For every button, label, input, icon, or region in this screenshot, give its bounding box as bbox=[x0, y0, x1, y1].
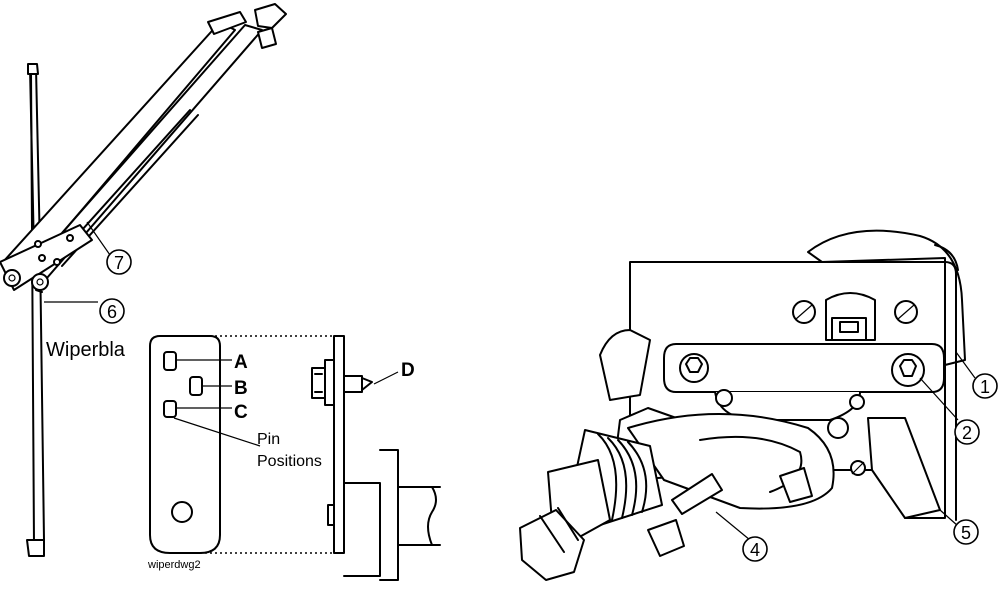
callout-5-text: 5 bbox=[961, 523, 971, 543]
pin-d-label: D bbox=[401, 360, 415, 381]
callout-6-text: 6 bbox=[107, 302, 117, 322]
pin-b-label: B bbox=[234, 378, 248, 399]
wiper-motor-assembly bbox=[519, 229, 976, 581]
callout-1: 1 bbox=[972, 373, 998, 399]
callout-4-text: 4 bbox=[750, 540, 760, 560]
pin-positions-label-line1: Pin bbox=[257, 431, 280, 448]
wiper-arm bbox=[0, 3, 287, 291]
callout-2-text: 2 bbox=[962, 423, 972, 443]
callout-1-text: 1 bbox=[980, 377, 990, 397]
wiper-blade bbox=[26, 63, 45, 557]
callout-4: 4 bbox=[742, 536, 768, 562]
callout-7: 7 bbox=[106, 249, 132, 275]
pin-a-label: A bbox=[234, 352, 248, 373]
drawing-id-label: wiperdwg2 bbox=[147, 559, 201, 571]
pin-c-label: C bbox=[234, 402, 248, 423]
wiper-arm-assembly bbox=[0, 3, 287, 557]
wiperblade-label: Wiperbla bbox=[46, 339, 126, 361]
pin-position-detail bbox=[149, 335, 441, 581]
callout-7-text: 7 bbox=[114, 253, 124, 273]
callout-6: 6 bbox=[99, 298, 125, 324]
callout-5: 5 bbox=[953, 519, 979, 545]
pin-positions-label-line2: Positions bbox=[257, 453, 322, 470]
callout-2: 2 bbox=[954, 419, 980, 445]
